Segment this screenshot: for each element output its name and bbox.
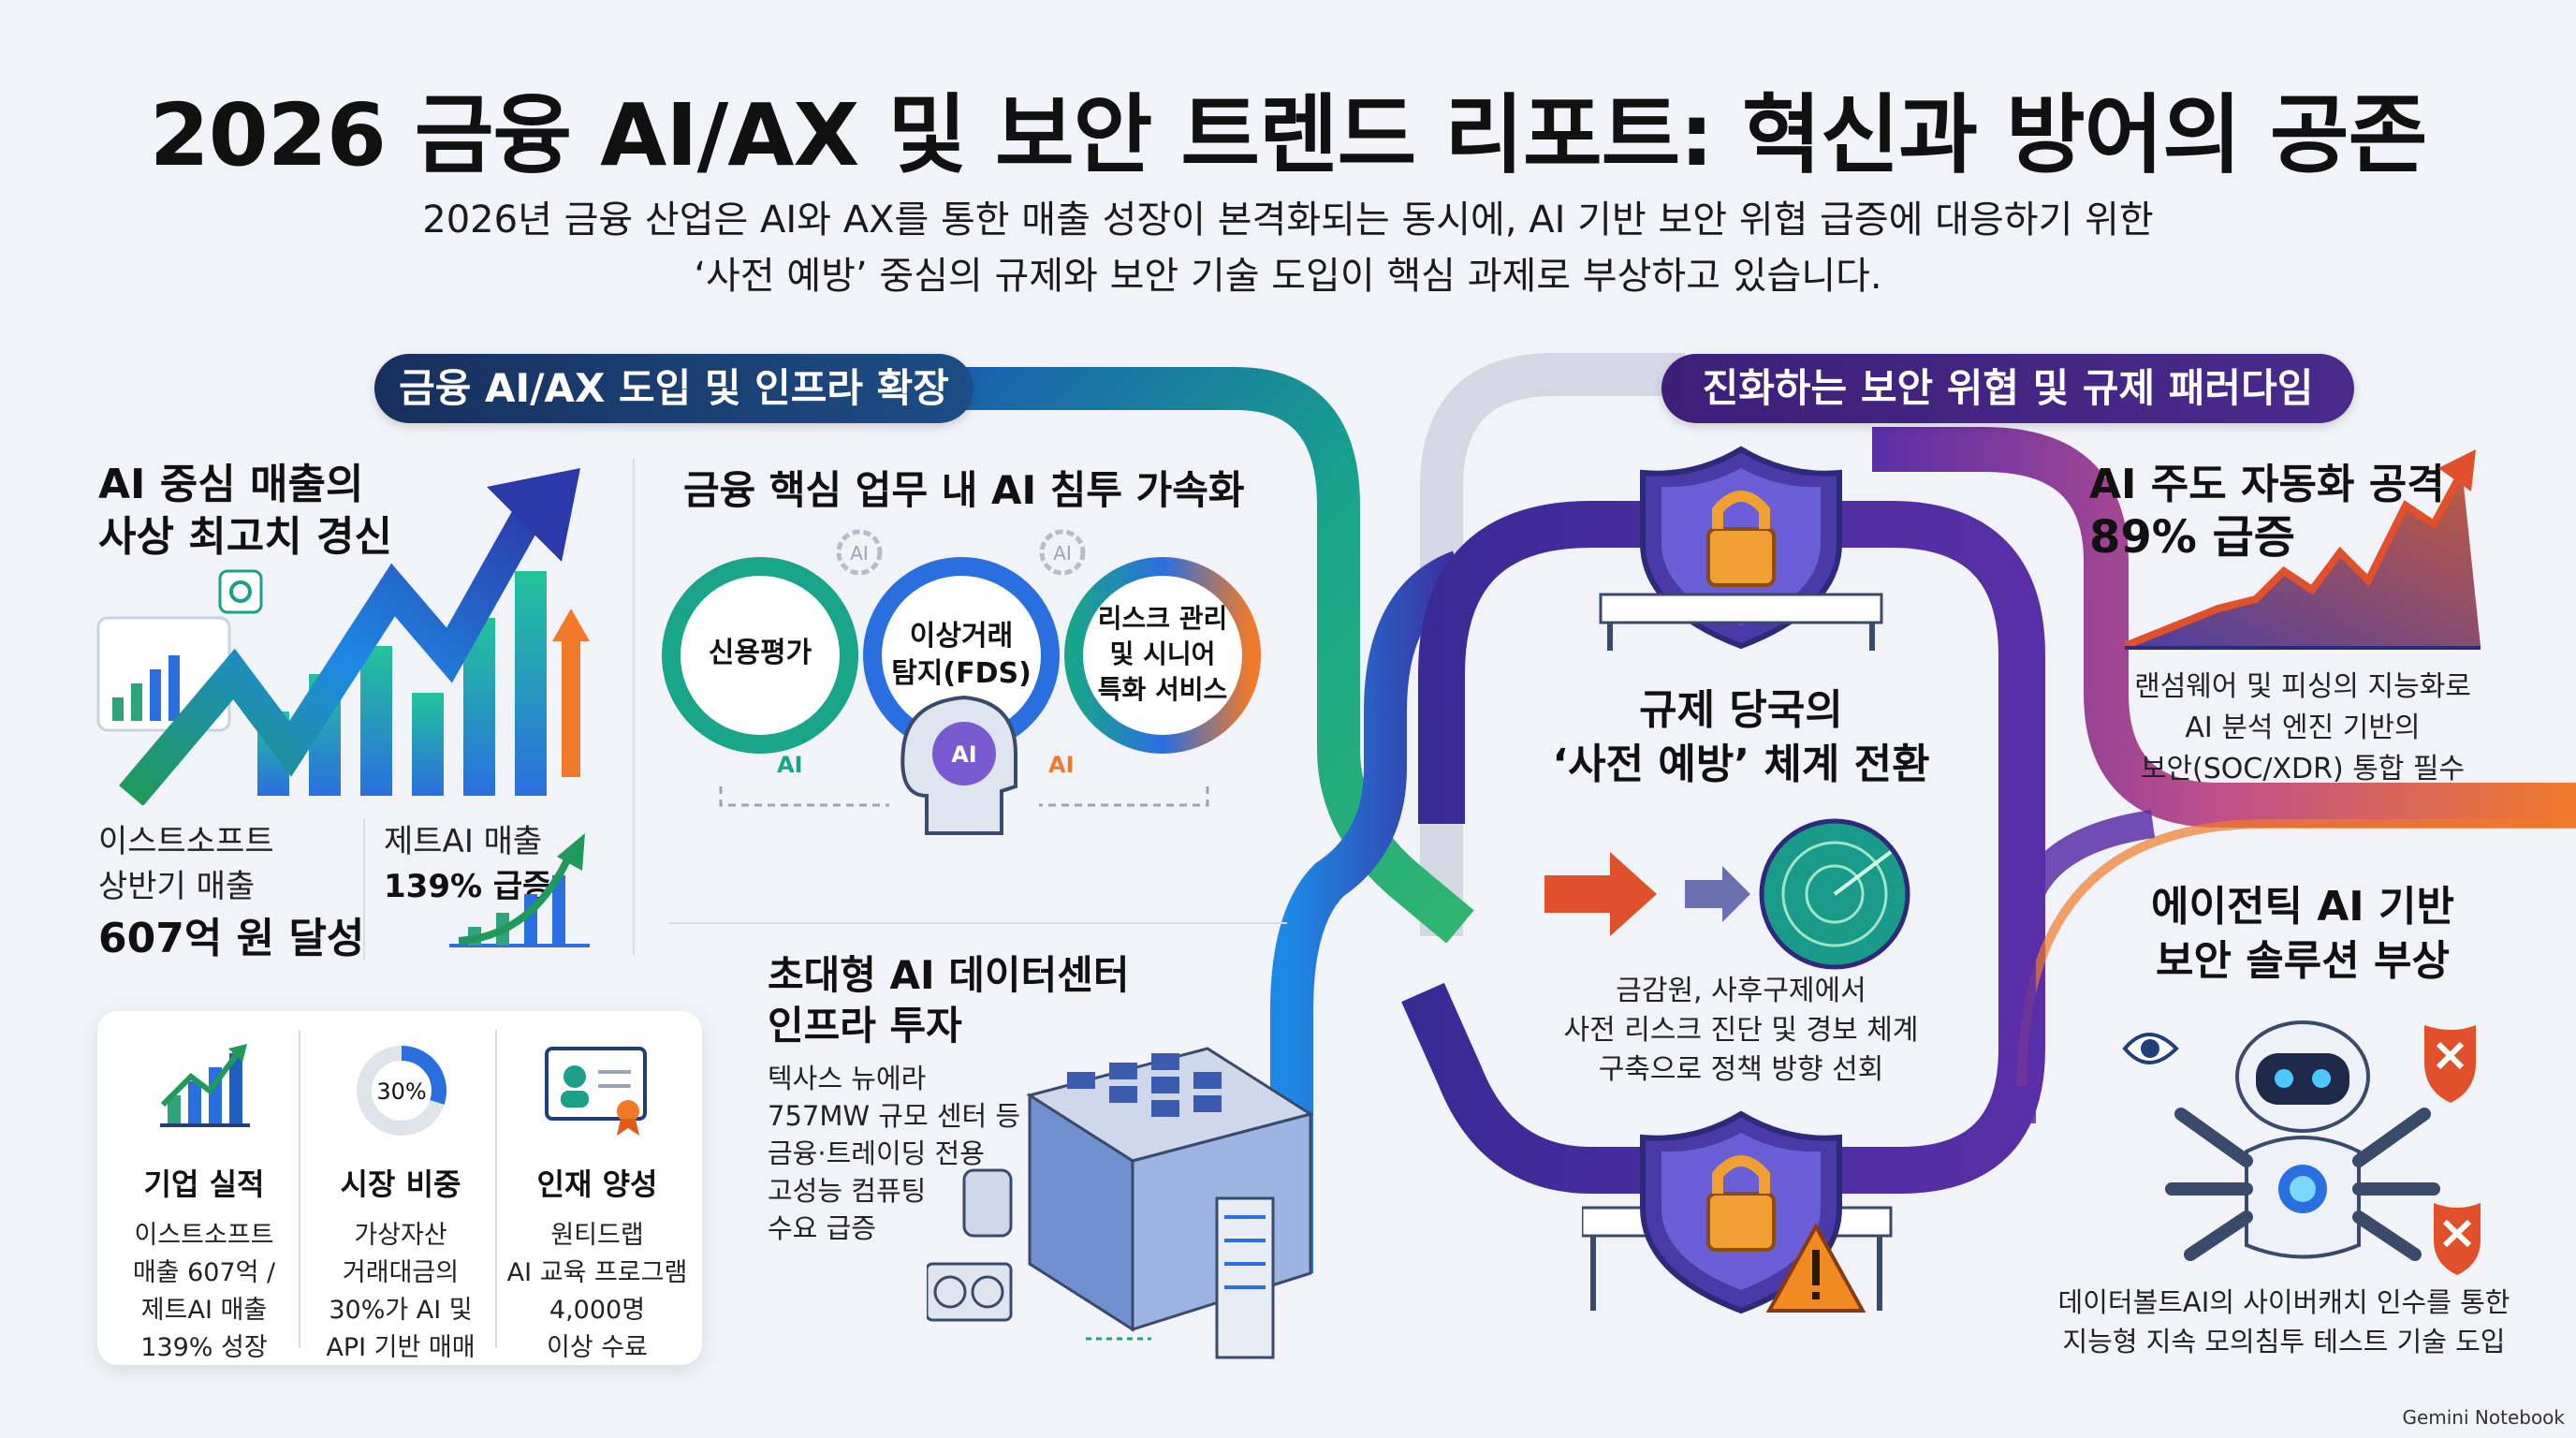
section-divider (633, 459, 635, 955)
radar-scan-icon (1544, 818, 1910, 970)
attack-line: 랜섬웨어 및 피싱의 지능화로 (2134, 670, 2471, 703)
kpi-text-line: AI 교육 프로그램 (506, 1258, 688, 1287)
kpi-divider (495, 1030, 497, 1348)
datacenter-heading-line-2: 인프라 투자 (768, 1003, 962, 1049)
attack-line: 보안(SOC/XDR) 통합 필수 (2140, 753, 2466, 785)
attack-heading-line-2: 89% 급증 (2089, 511, 2295, 564)
attack-heading-line-1: AI 주도 자동화 공격 (2089, 461, 2445, 508)
regulator-line: 금감원, 사후구제에서 (1616, 975, 1866, 1007)
svg-text:AI: AI (850, 542, 869, 565)
regulator-heading-line-2: ‘사전 예방’ 체계 전환 (1552, 741, 1930, 788)
datacenter-heading: 초대형 AI 데이터센터 인프라 투자 (768, 950, 1130, 1051)
kpi-text-line: 원티드랩 (550, 1221, 644, 1250)
estsoft-line-3: 607억 원 달성 (98, 915, 365, 962)
loop-label-fds: 이상거래 탐지(FDS) (891, 620, 1032, 690)
datacenter-line: 고성능 컴퓨팅 (768, 1175, 927, 1207)
page-title: 2026 금융 AI/AX 및 보안 트렌드 리포트: 혁신과 방어의 공존 (149, 85, 2427, 185)
datacenter-line: 텍사스 뉴에라 (768, 1063, 927, 1094)
kpi-text-line: 매출 607억 / (132, 1258, 276, 1287)
zeta-growth-icon (449, 833, 590, 947)
svg-text:AI: AI (1053, 542, 1072, 565)
zeta-line-1: 제트AI 매출 (384, 823, 543, 860)
zeta-block: 제트AI 매출 139% 급증 (384, 819, 551, 909)
kpi-text-line: 이스트소프트 (134, 1221, 274, 1250)
kpi-text-line: 4,000명 (549, 1296, 646, 1325)
loop-label-credit: 신용평가 (708, 637, 812, 669)
loop-label-risk: 리스크 관리 및 시니어 특화 서비스 (1097, 603, 1228, 705)
ai-gear-icon: AI AI (836, 529, 1086, 576)
kpi-text-market-share: 가상자산 거래대금의 30%가 AI 및 API 기반 매매 (303, 1217, 498, 1367)
kpi-text-line: 거래대금의 (342, 1258, 460, 1287)
revenue-heading: AI 중심 매출의 사상 최고치 경신 (98, 459, 392, 564)
section-divider (669, 922, 1287, 924)
kpi-text-line: 가상자산 (354, 1221, 447, 1250)
attack-spike-chart-icon (2125, 449, 2481, 650)
agentic-line: 데이터볼트AI의 사이버캐치 인수를 통한 (2057, 1286, 2510, 1318)
regulator-heading-line-1: 규제 당국의 (1639, 686, 1843, 734)
svg-text:AI: AI (951, 741, 977, 768)
watermark: Gemini Notebook (2402, 1406, 2565, 1429)
datacenter-icon (927, 1047, 1314, 1359)
attack-text: 랜섬웨어 및 피싱의 지능화로 AI 분석 엔진 기반의 보안(SOC/XDR)… (2069, 667, 2537, 790)
datacenter-line: 757MW 규모 센터 등 (768, 1100, 1021, 1132)
shield-warning-icon (1582, 1110, 1893, 1314)
datacenter-line: 수요 급증 (768, 1212, 876, 1244)
page-subtitle: 2026년 금융 산업은 AI와 AX를 통한 매출 성장이 본격화되는 동시에… (0, 192, 2576, 304)
subtitle-line-2: ‘사전 예방’ 중심의 규제와 보안 기술 도입이 핵심 과제로 부상하고 있습… (694, 255, 1882, 298)
regulator-heading: 규제 당국의 ‘사전 예방’ 체계 전환 (1507, 683, 1975, 792)
donut-30-icon: 30% (357, 1046, 446, 1136)
kpi-text-line: 30%가 AI 및 (329, 1296, 473, 1325)
kpi-text-line: 이상 수료 (547, 1333, 648, 1362)
kpi-text-performance: 이스트소프트 매출 607억 / 제트AI 매출 139% 성장 (107, 1217, 301, 1367)
kpi-card: 기업 실적 이스트소프트 매출 607억 / 제트AI 매출 139% 성장 3… (97, 1011, 702, 1365)
zeta-line-2: 139% 급증 (384, 868, 552, 905)
svg-text:AI: AI (777, 752, 803, 778)
kpi-label-talent: 인재 양성 (536, 1167, 658, 1202)
ai-loop-diagram: AI AI AI AI AI (662, 529, 1261, 835)
regulator-line: 구축으로 정책 방향 선회 (1598, 1053, 1884, 1086)
kpi-label-performance: 기업 실적 (143, 1167, 265, 1202)
kpi-text-line: API 기반 매매 (326, 1333, 476, 1362)
kpi-divider (299, 1030, 300, 1348)
regulator-line: 사전 리스크 진단 및 경보 체계 (1563, 1014, 1919, 1047)
divider (363, 819, 365, 960)
agentic-heading: 에이전틱 AI 기반 보안 솔루션 부상 (2087, 880, 2518, 989)
datacenter-text: 텍사스 뉴에라 757MW 규모 센터 등 금융·트레이딩 전용 고성능 컴퓨팅… (768, 1060, 1020, 1247)
section-pill-ai-adoption: 금융 AI/AX 도입 및 인프라 확장 (374, 354, 973, 423)
datacenter-heading-line-1: 초대형 AI 데이터센터 (768, 952, 1130, 998)
svg-text:AI: AI (1048, 752, 1075, 778)
agentic-heading-line-2: 보안 솔루션 부상 (2156, 937, 2450, 985)
certificate-icon (545, 1047, 647, 1136)
kpi-text-line: 제트AI 매출 (140, 1296, 268, 1325)
subtitle-line-1: 2026년 금융 산업은 AI와 AX를 통한 매출 성장이 본격화되는 동시에… (422, 198, 2154, 242)
ai-head-icon: AI (900, 695, 1017, 835)
kpi-label-market-share: 시장 비중 (340, 1167, 461, 1202)
datacenter-line: 금융·트레이딩 전용 (768, 1137, 985, 1169)
shield-lock-icon (1599, 446, 1883, 651)
attack-heading: AI 주도 자동화 공격 89% 급증 (2089, 459, 2445, 564)
revenue-heading-line-1: AI 중심 매출의 (98, 461, 364, 508)
donut-value: 30% (376, 1078, 426, 1105)
agentic-text: 데이터볼트AI의 사이버캐치 인수를 통한 지능형 지속 모의침투 테스트 기술… (1994, 1283, 2574, 1361)
bar-growth-icon (160, 1044, 250, 1127)
robot-icon (2122, 1020, 2481, 1275)
growth-chart-icon (96, 468, 590, 805)
agentic-heading-line-1: 에이전틱 AI 기반 (2151, 883, 2454, 931)
estsoft-block: 이스트소프트 상반기 매출 607억 원 달성 (98, 819, 364, 969)
kpi-text-line: 139% 성장 (140, 1333, 268, 1362)
kpi-text-talent: 원티드랩 AI 교육 프로그램 4,000명 이상 수료 (500, 1217, 695, 1367)
regulator-text: 금감원, 사후구제에서 사전 리스크 진단 및 경보 체계 구축으로 정책 방향… (1507, 972, 1975, 1090)
estsoft-line-2: 상반기 매출 (98, 868, 256, 905)
section-pill-security: 진화하는 보안 위협 및 규제 패러다임 (1661, 354, 2354, 423)
revenue-heading-line-2: 사상 최고치 경신 (98, 513, 392, 561)
attack-line: AI 분석 엔진 기반의 (2185, 712, 2421, 744)
agentic-line: 지능형 지속 모의침투 테스트 기술 도입 (2062, 1326, 2506, 1357)
estsoft-line-1: 이스트소프트 (98, 823, 274, 860)
core-ai-heading: 금융 핵심 업무 내 AI 침투 가속화 (683, 467, 1245, 513)
